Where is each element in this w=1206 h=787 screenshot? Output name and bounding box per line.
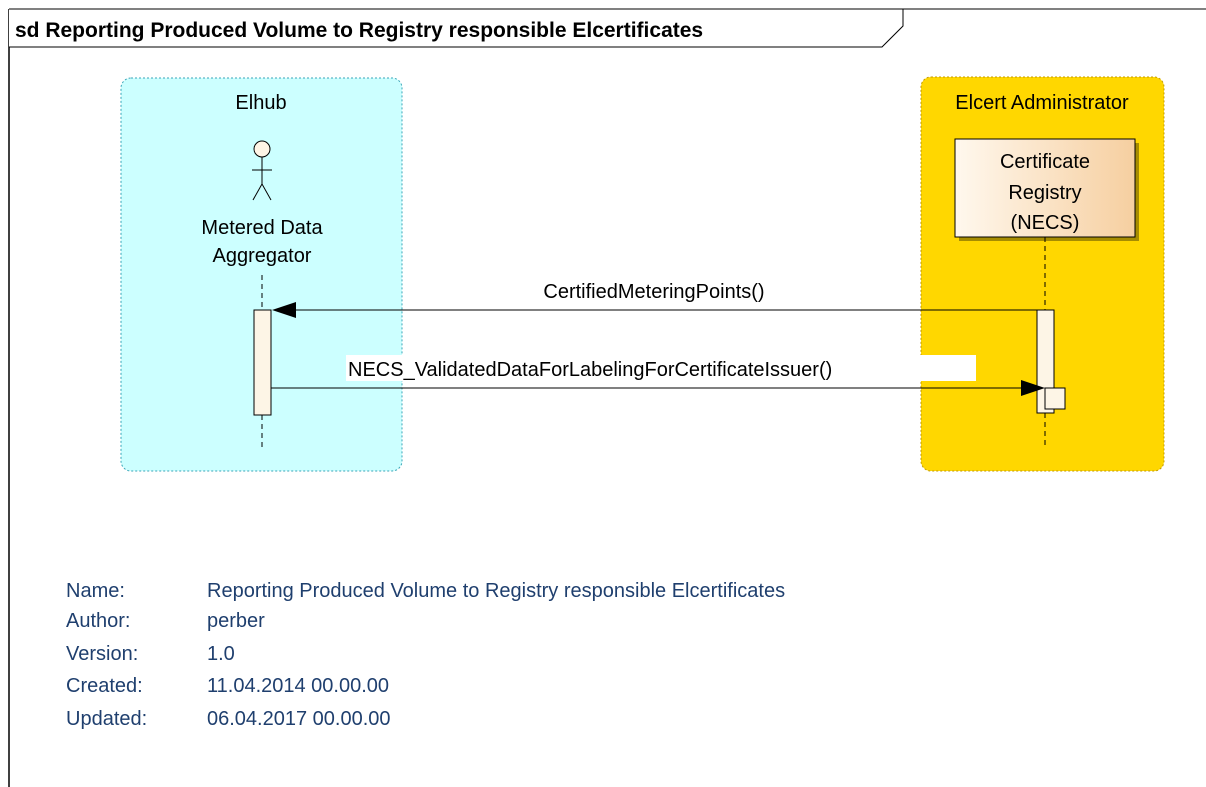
notes-key-version: Version:	[66, 643, 138, 665]
message-necs-validated-data: NECS_ValidatedDataForLabelingForCertific…	[271, 355, 1045, 396]
notes-key-author: Author:	[66, 610, 130, 632]
component-name-line3: (NECS)	[1011, 212, 1080, 234]
partition-elhub: Elhub	[120, 77, 403, 472]
partition-label-elcert-administrator: Elcert Administrator	[955, 92, 1129, 114]
activation-bar	[253, 309, 272, 416]
arrowhead	[1021, 380, 1045, 396]
diagram-notes: Name: Reporting Produced Volume to Regis…	[66, 580, 785, 730]
actor-name-line2: Aggregator	[213, 245, 312, 267]
actor-icon	[252, 140, 272, 201]
message-label: NECS_ValidatedDataForLabelingForCertific…	[348, 359, 832, 381]
component-name-line1: Certificate	[1000, 151, 1090, 173]
notes-value-name: Reporting Produced Volume to Registry re…	[207, 580, 785, 602]
notes-key-updated: Updated:	[66, 708, 147, 730]
message-label-background	[346, 355, 976, 381]
actor-name-line1: Metered Data	[201, 217, 323, 239]
frame-title-tab	[9, 8, 904, 48]
lifeline-certificate-registry: Certificate Registry (NECS)	[954, 138, 1139, 446]
notes-value-author: perber	[207, 610, 265, 632]
partition-label-elhub: Elhub	[235, 92, 286, 114]
lifeline-metered-data-aggregator: Metered Data Aggregator	[201, 140, 323, 448]
component-box	[954, 138, 1136, 238]
arrowhead	[272, 302, 296, 318]
frame-title: sd Reporting Produced Volume to Registry…	[15, 19, 703, 42]
notes-value-created: 11.04.2014 00.00.00	[207, 675, 389, 697]
notes-key-created: Created:	[66, 675, 143, 697]
notes-value-version: 1.0	[207, 643, 235, 665]
nested-activation-bar	[1044, 387, 1066, 410]
message-certified-metering-points: CertifiedMeteringPoints()	[272, 281, 1037, 318]
component-name-line2: Registry	[1008, 182, 1081, 204]
message-label: CertifiedMeteringPoints()	[543, 281, 764, 303]
diagram-frame: sd Reporting Produced Volume to Registry…	[8, 8, 1206, 787]
notes-value-updated: 06.04.2017 00.00.00	[207, 708, 391, 730]
notes-key-name: Name:	[66, 580, 125, 602]
